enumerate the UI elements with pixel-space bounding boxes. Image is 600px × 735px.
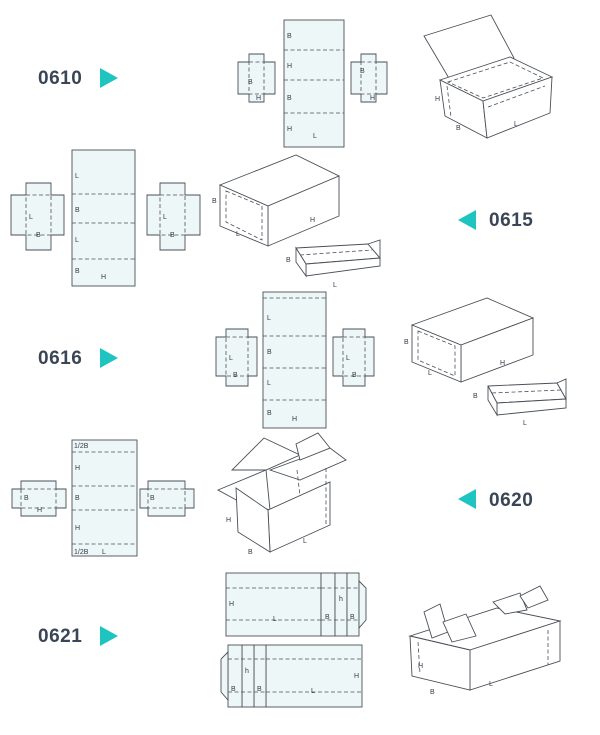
blank-0621-upper: H L h B B bbox=[225, 572, 367, 637]
label-B: B bbox=[233, 372, 238, 379]
label-B: B bbox=[456, 125, 461, 132]
arrow-left-icon bbox=[458, 210, 476, 230]
style-code-0620: 0620 bbox=[489, 490, 533, 511]
label-H: H bbox=[310, 217, 315, 224]
label-B: B bbox=[75, 207, 80, 214]
label-H: H bbox=[287, 126, 292, 133]
label-B: B bbox=[248, 79, 253, 86]
label-L: L bbox=[333, 282, 337, 289]
label-L: L bbox=[311, 688, 315, 695]
label-B: B bbox=[473, 393, 478, 400]
label-H: H bbox=[354, 673, 359, 680]
label-H: H bbox=[370, 95, 375, 102]
blank-0615: L B L B H L B L B bbox=[10, 149, 201, 287]
style-0615: 0615 L B L B H L B L B B L bbox=[10, 149, 533, 289]
label-L: L bbox=[514, 121, 518, 128]
box-3d-0615: B L H B L bbox=[212, 154, 381, 289]
label-H: H bbox=[75, 465, 80, 472]
label-B: B bbox=[352, 372, 357, 379]
blank-0610: B H B H L B H B H bbox=[237, 19, 388, 148]
label-B: B bbox=[404, 339, 409, 346]
arrow-right-icon bbox=[100, 68, 118, 88]
label-B: B bbox=[75, 495, 80, 502]
label-H: H bbox=[418, 663, 423, 670]
label-h: h bbox=[339, 596, 343, 603]
label-B: B bbox=[75, 268, 80, 275]
label-B: B bbox=[360, 68, 365, 75]
arrow-right-icon bbox=[100, 348, 118, 368]
label-B: B bbox=[430, 689, 435, 696]
label-B: B bbox=[286, 257, 291, 264]
label-B: B bbox=[257, 686, 262, 693]
label-B: B bbox=[231, 686, 236, 693]
label-H: H bbox=[37, 507, 42, 514]
label-H: H bbox=[256, 95, 261, 102]
label-H: H bbox=[500, 360, 505, 367]
style-0610: 0610 B H B H L B H B H bbox=[38, 14, 554, 148]
label-H: H bbox=[101, 274, 106, 281]
label-B: B bbox=[212, 198, 217, 205]
style-code-0615: 0615 bbox=[489, 210, 533, 231]
label-B: B bbox=[325, 614, 330, 621]
label-h: h bbox=[245, 668, 249, 675]
style-0616: 0616 L B L B H L B L B B bbox=[38, 291, 567, 429]
label-B: B bbox=[287, 95, 292, 102]
label-L: L bbox=[428, 370, 432, 377]
label-B: B bbox=[267, 410, 272, 417]
label-L: L bbox=[273, 616, 277, 623]
label-L: L bbox=[102, 549, 106, 556]
box-3d-0620: H B L bbox=[216, 432, 347, 556]
box-3d-0621: H B L bbox=[408, 585, 562, 696]
label-H: H bbox=[229, 601, 234, 608]
label-half-B: 1/2B bbox=[74, 443, 89, 450]
label-B: B bbox=[36, 232, 41, 239]
label-L: L bbox=[523, 420, 527, 427]
label-L: L bbox=[29, 214, 33, 221]
label-L: L bbox=[229, 355, 233, 362]
label-L: L bbox=[163, 214, 167, 221]
label-B: B bbox=[150, 495, 155, 502]
label-L: L bbox=[489, 681, 493, 688]
label-H: H bbox=[287, 63, 292, 70]
label-B: B bbox=[24, 495, 29, 502]
label-L: L bbox=[267, 315, 271, 322]
label-H: H bbox=[226, 517, 231, 524]
label-B: B bbox=[248, 549, 253, 556]
style-code-0610: 0610 bbox=[38, 68, 82, 89]
label-L: L bbox=[313, 133, 317, 140]
style-code-0621: 0621 bbox=[38, 626, 82, 647]
label-L: L bbox=[303, 538, 307, 545]
label-H: H bbox=[75, 525, 80, 532]
label-B: B bbox=[287, 33, 292, 40]
blank-0621-lower: H L h B B bbox=[220, 644, 363, 708]
label-B: B bbox=[170, 232, 175, 239]
label-half-B: 1/2B bbox=[74, 549, 89, 556]
arrow-right-icon bbox=[100, 626, 118, 646]
arrow-left-icon bbox=[458, 489, 476, 509]
label-H: H bbox=[435, 96, 440, 103]
label-L: L bbox=[267, 380, 271, 387]
style-code-0616: 0616 bbox=[38, 348, 82, 369]
box-3d-0610: H B L bbox=[423, 14, 554, 139]
label-H: H bbox=[292, 416, 297, 423]
label-L: L bbox=[75, 173, 79, 180]
blank-0620: 1/2B H B H 1/2B L B H B bbox=[11, 439, 195, 557]
style-0621: 0621 H L h B B bbox=[38, 572, 562, 708]
label-B: B bbox=[267, 349, 272, 356]
box-3d-0616: B L H B L bbox=[404, 297, 567, 427]
label-L: L bbox=[75, 237, 79, 244]
blank-0616: L B L B H L B L B bbox=[215, 291, 375, 429]
style-0620: 0620 1/2B H B H 1/2B L B H B bbox=[11, 432, 533, 557]
label-B: B bbox=[350, 614, 355, 621]
label-L: L bbox=[236, 231, 240, 238]
label-L: L bbox=[346, 355, 350, 362]
